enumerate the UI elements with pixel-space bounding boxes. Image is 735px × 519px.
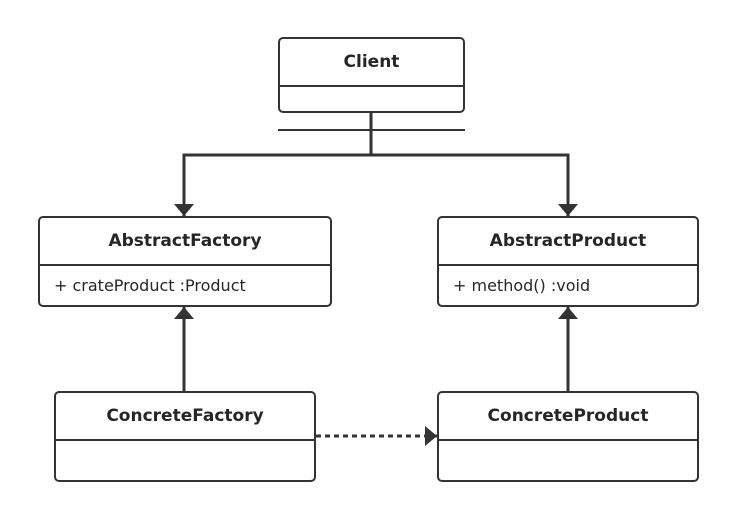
class-name: AbstractProduct [439, 218, 697, 266]
class-member: + method() :void [453, 276, 591, 295]
client-to-abstract-product-arrow [371, 153, 578, 216]
concrete-factory-class-box[interactable]: ConcreteFactory [54, 391, 316, 482]
client-to-abstract-factory-arrow [174, 113, 373, 216]
client-class-box[interactable]: Client [278, 37, 465, 113]
abstract-product-class-box[interactable]: AbstractProduct + method() :void [437, 216, 699, 307]
abstract-factory-class-box[interactable]: AbstractFactory + crateProduct :Product [38, 216, 332, 307]
class-name: AbstractFactory [40, 218, 330, 266]
class-name: ConcreteFactory [56, 393, 314, 441]
class-name: Client [280, 39, 463, 87]
class-member: + crateProduct :Product [54, 276, 246, 295]
concrete-product-class-box[interactable]: ConcreteProduct [437, 391, 699, 482]
class-name: ConcreteProduct [439, 393, 697, 441]
